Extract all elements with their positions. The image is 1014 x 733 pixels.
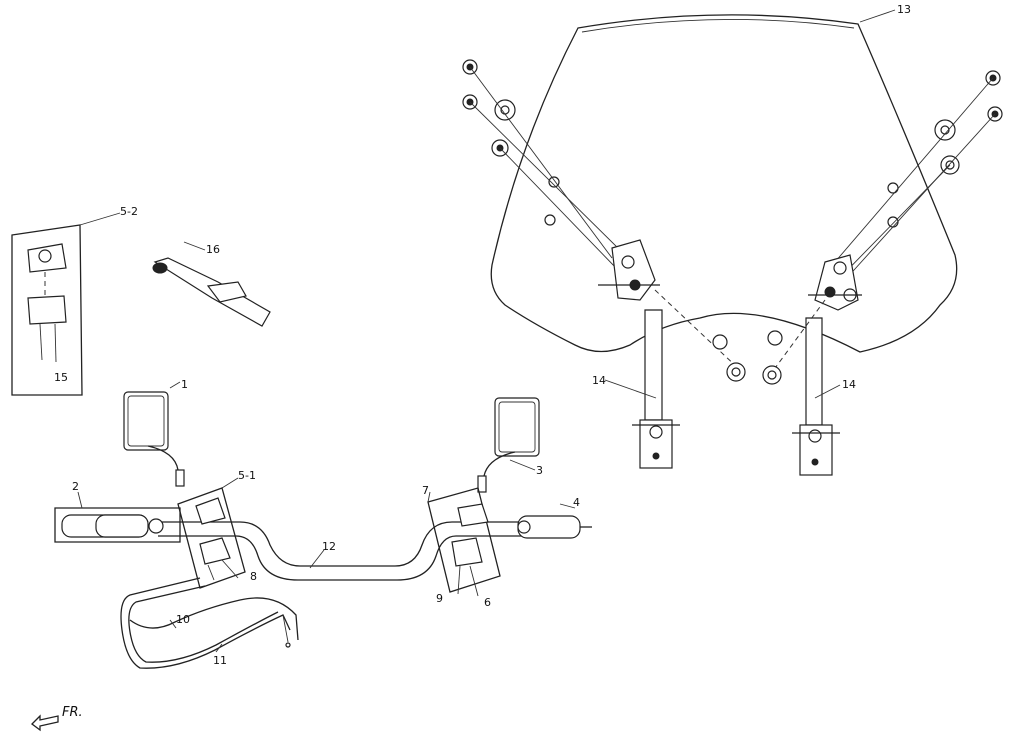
callout-11: 11 [213,654,227,667]
callout-14-left: 14 [592,374,606,387]
switch-assembly-5-2 [11,224,83,396]
callout-2: 2 [72,480,79,493]
left-grip [54,507,181,543]
mirror-left [123,391,185,487]
mirror-right [477,397,540,493]
windshield-hardware-right [827,70,1003,291]
callout-16: 16 [206,243,220,256]
callout-15: 15 [54,371,68,384]
brake-lever-16 [152,257,271,327]
callout-8: 8 [250,570,257,583]
callout-5-1: 5-1 [238,469,256,482]
callout-10: 10 [176,613,190,626]
callout-1: 1 [181,378,188,391]
callout-9: 9 [436,592,443,605]
callout-6: 6 [484,596,491,609]
windshield-hardware-left [462,59,626,271]
callout-7: 7 [422,484,429,497]
handlebar-12 [158,521,540,581]
arrow-left-icon [31,714,59,732]
callout-13: 13 [897,3,911,16]
callout-labels: 13 16 5-2 15 1 3 14 14 2 5-1 7 4 12 8 9 … [54,3,911,667]
front-direction-indicator: FR. [31,705,83,732]
leader-lines [77,9,896,653]
callout-3: 3 [536,464,543,477]
throttle-cables [120,577,299,669]
windshield-bracket-right [762,254,862,476]
right-grip [517,515,592,539]
windshield-bracket-left [598,239,746,469]
callout-5-2: 5-2 [120,205,138,218]
windshield [490,14,958,353]
callout-14-right: 14 [842,378,856,391]
direction-label: FR. [62,705,83,720]
right-switch-box [427,487,501,597]
callout-4: 4 [573,496,580,509]
callout-12: 12 [322,540,336,553]
left-switch-box [177,487,246,589]
